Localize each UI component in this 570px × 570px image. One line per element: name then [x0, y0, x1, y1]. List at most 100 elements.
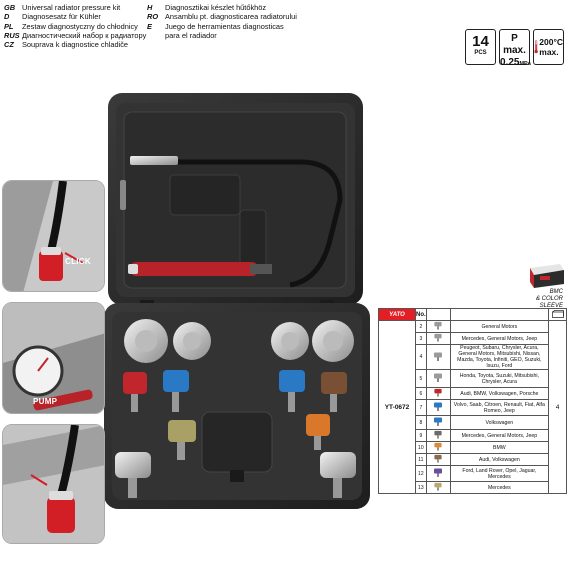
- adapter-icon: [434, 468, 443, 477]
- language-code: CZ: [4, 40, 14, 50]
- vehicle-models: Audi, BMW, Volkswagen, Porsche: [449, 387, 550, 400]
- language-code: PL: [4, 21, 14, 31]
- table-row: 3 Mercedes, General Motors, Jeep: [379, 332, 567, 345]
- adapter-icon: [434, 454, 442, 463]
- row-number: 7: [415, 399, 427, 416]
- thermometer-icon: [534, 40, 538, 54]
- box-caption-line-2: & COLOR: [535, 296, 563, 302]
- vehicle-models: Volvo, Saab, Citroen, Renault, Fiat, Alf…: [449, 399, 550, 416]
- adapter-icon: [434, 417, 443, 426]
- case-hinge-right: [320, 300, 334, 310]
- temperature-badge: 200°C max.: [533, 29, 564, 65]
- adapter-image: [425, 441, 451, 454]
- row-number: 10: [415, 441, 427, 454]
- box-icon: [551, 309, 564, 318]
- language-code: RUS: [4, 30, 20, 40]
- adapter-icon: [434, 482, 442, 491]
- language-row: para el radiador: [147, 31, 297, 40]
- pieces-value: 14: [472, 33, 489, 50]
- language-row: E Juego de herramientas diagnosticas: [147, 22, 297, 31]
- language-code: H: [147, 3, 153, 12]
- vehicle-models: Mercedes, General Motors, Jeep: [449, 332, 550, 345]
- vehicle-models: Mercedes: [449, 481, 550, 494]
- language-text: Juego de herramientas diagnosticas: [165, 21, 284, 31]
- language-code: GB: [4, 3, 16, 12]
- adapter-image: [425, 369, 451, 388]
- adapter-image: [425, 344, 451, 370]
- adapter-icon: [434, 373, 443, 382]
- adapter-image: [425, 481, 451, 494]
- adapter-icon: [434, 333, 442, 342]
- pressure-badge: P max. 0.25MPa: [499, 29, 531, 68]
- adapter-icon: [434, 352, 443, 361]
- adapter-caps: [124, 319, 354, 363]
- box-caption-line-1: BMC: [549, 289, 563, 295]
- pack-quantity: 4: [548, 320, 567, 494]
- table-row: 5 Honda, Toyota, Suzuki, Mitsubishi, Chry…: [379, 369, 567, 388]
- vehicle-models: BMW: [449, 441, 550, 454]
- language-code: E: [147, 21, 152, 31]
- language-text: Диагностический набор к радиатору: [22, 30, 147, 40]
- adapter-icon: [434, 402, 443, 411]
- case-tray: [104, 303, 370, 509]
- adapter-icon: [434, 321, 442, 330]
- language-code: RO: [147, 12, 159, 22]
- adapter-image: [425, 453, 451, 466]
- language-text: Diagnosesatz für Kühler: [22, 12, 101, 22]
- row-number: 2: [415, 320, 427, 333]
- spec-badges: 14 PCS P max. 0.25MPa 200°C max.: [465, 29, 564, 68]
- adapter-icon: [434, 388, 442, 397]
- pieces-unit: PCS: [474, 50, 487, 56]
- header-models: [449, 308, 550, 321]
- pressure-label: P max.: [503, 33, 526, 56]
- vehicle-models: Mercedes, General Motors, Jeep: [449, 429, 550, 442]
- pressure-value: 0.25MPa: [500, 57, 531, 70]
- vehicle-models: Volkswagen: [449, 415, 550, 430]
- language-text: para el radiador: [165, 30, 217, 40]
- language-row: CZ Souprava k diagnostice chladiče: [4, 40, 146, 49]
- vehicle-models: Audi, Volkswagen: [449, 453, 550, 466]
- box-packaging-image: [530, 264, 564, 288]
- adapter-icon: [434, 442, 442, 451]
- box-caption-line-3: SLEEVE: [539, 303, 563, 309]
- row-number: 8: [415, 415, 427, 430]
- usage-inset-click: CLICK: [2, 180, 105, 292]
- language-text: Universal radiator pressure kit: [22, 3, 121, 12]
- vehicle-models: General Motors: [449, 320, 550, 333]
- adapter-image: [425, 399, 451, 416]
- pressure-number: 0.25: [500, 57, 520, 68]
- header-no: No.: [415, 308, 427, 321]
- language-text: Souprava k diagnostice chladiče: [22, 40, 128, 50]
- row-number: 6: [415, 387, 427, 400]
- row-number: 3: [415, 332, 427, 345]
- language-text: Zestaw diagnostyczny do chłodnicy: [22, 21, 138, 31]
- adapter-image: [425, 415, 451, 430]
- pump-and-hose: [120, 156, 343, 288]
- adapter-image: [425, 320, 451, 333]
- language-row: PL Zestaw diagnostyczny do chłodnicy: [4, 22, 146, 31]
- temperature-label: max.: [539, 47, 559, 57]
- product-code: YT-0672: [378, 320, 416, 494]
- adapters: [115, 370, 356, 498]
- header-quantity: [548, 308, 567, 321]
- language-code: [147, 31, 165, 40]
- table-row: 13 Mercedes: [379, 481, 567, 494]
- row-number: 13: [415, 481, 427, 494]
- row-number: 5: [415, 369, 427, 388]
- adapter-image: [425, 465, 451, 482]
- language-text: Diagnosztikai készlet hűtőkhöz: [165, 3, 267, 12]
- pieces-badge: 14 PCS: [465, 29, 496, 65]
- pressure-unit: MPa: [519, 61, 531, 67]
- brand-logo: YATO: [378, 308, 416, 321]
- vehicle-models: Honda, Toyota, Suzuki, Mitsubishi, Chrys…: [449, 369, 550, 388]
- language-row: H Diagnosztikai készlet hűtőkhöz: [147, 3, 297, 12]
